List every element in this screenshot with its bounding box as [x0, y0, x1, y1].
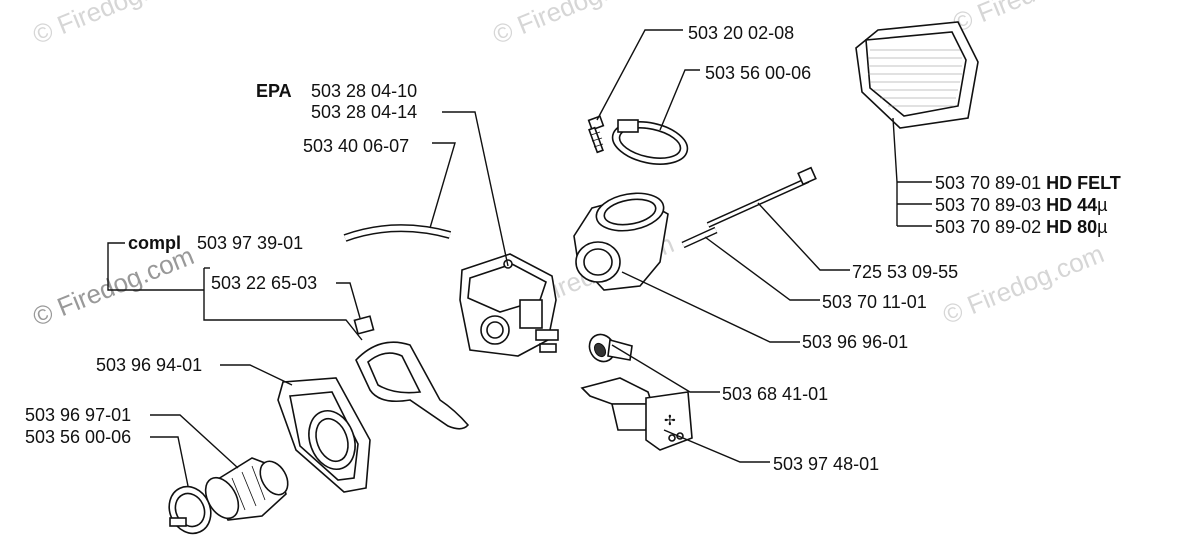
intake-clamp	[168, 485, 212, 535]
part-label-screw: 503 20 02-08	[688, 23, 795, 43]
pin	[681, 226, 718, 249]
clip	[353, 315, 375, 335]
part-label-grommet: 503 68 41-01	[722, 384, 829, 404]
choke-plate: ✢	[580, 377, 693, 451]
part-label-choke: 503 97 48-01	[773, 454, 880, 474]
part-label-clamp: 503 56 00-06	[705, 63, 812, 83]
part-label-intake-b: 503 56 00-06	[25, 427, 132, 447]
hose-clamp	[611, 119, 689, 165]
fuel-hose	[343, 224, 452, 242]
support-arm	[355, 341, 470, 430]
part-label-compl: 503 97 39-01	[197, 233, 304, 253]
part-label-adapter: 503 96 96-01	[802, 332, 909, 352]
grommet	[588, 333, 633, 363]
intake-plate	[277, 377, 371, 493]
filter-leader	[892, 117, 932, 227]
carb-adapter	[573, 192, 669, 291]
intake-boot	[204, 457, 289, 521]
part-label-clip: 503 22 65-03	[211, 273, 318, 293]
screw	[587, 115, 605, 154]
part-label-hose: 503 40 06-07	[303, 136, 410, 156]
compl-bracket	[107, 242, 363, 341]
carburetor	[459, 253, 559, 357]
part-label-intake-a: 503 96 97-01	[25, 405, 132, 425]
part-label-filter-b: 503 70 89-03 HD 44µ	[935, 195, 1108, 215]
part-label-plate: 503 96 94-01	[96, 355, 203, 375]
epa-label: EPA	[256, 81, 292, 101]
part-label-filter-a: 503 70 89-01 HD FELT	[935, 173, 1121, 193]
part-label-pin: 503 70 11-01	[822, 292, 927, 312]
part-label-epa-a: 503 28 04-10	[311, 81, 418, 101]
air-filter	[855, 21, 979, 129]
compl-label: compl	[128, 233, 182, 253]
long-bolt	[706, 166, 817, 228]
part-label-bolt: 725 53 09-55	[852, 262, 959, 282]
part-label-filter-c: 503 70 89-02 HD 80µ	[935, 217, 1108, 237]
svg-text:✢: ✢	[664, 413, 676, 429]
part-label-epa-b: 503 28 04-14	[311, 102, 418, 122]
